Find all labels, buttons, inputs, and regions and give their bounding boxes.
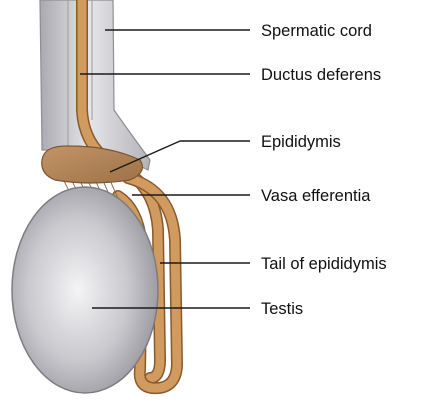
ductus-deferens-label: Ductus deferens — [261, 66, 381, 84]
vasa-efferentia-label: Vasa efferentia — [261, 187, 371, 205]
testis-shape — [12, 187, 158, 393]
testis-label: Testis — [261, 300, 303, 318]
tail-of-epididymis-label: Tail of epididymis — [261, 255, 387, 273]
spermatic-cord-label: Spermatic cord — [261, 22, 372, 40]
epididymis-label: Epididymis — [261, 133, 341, 151]
